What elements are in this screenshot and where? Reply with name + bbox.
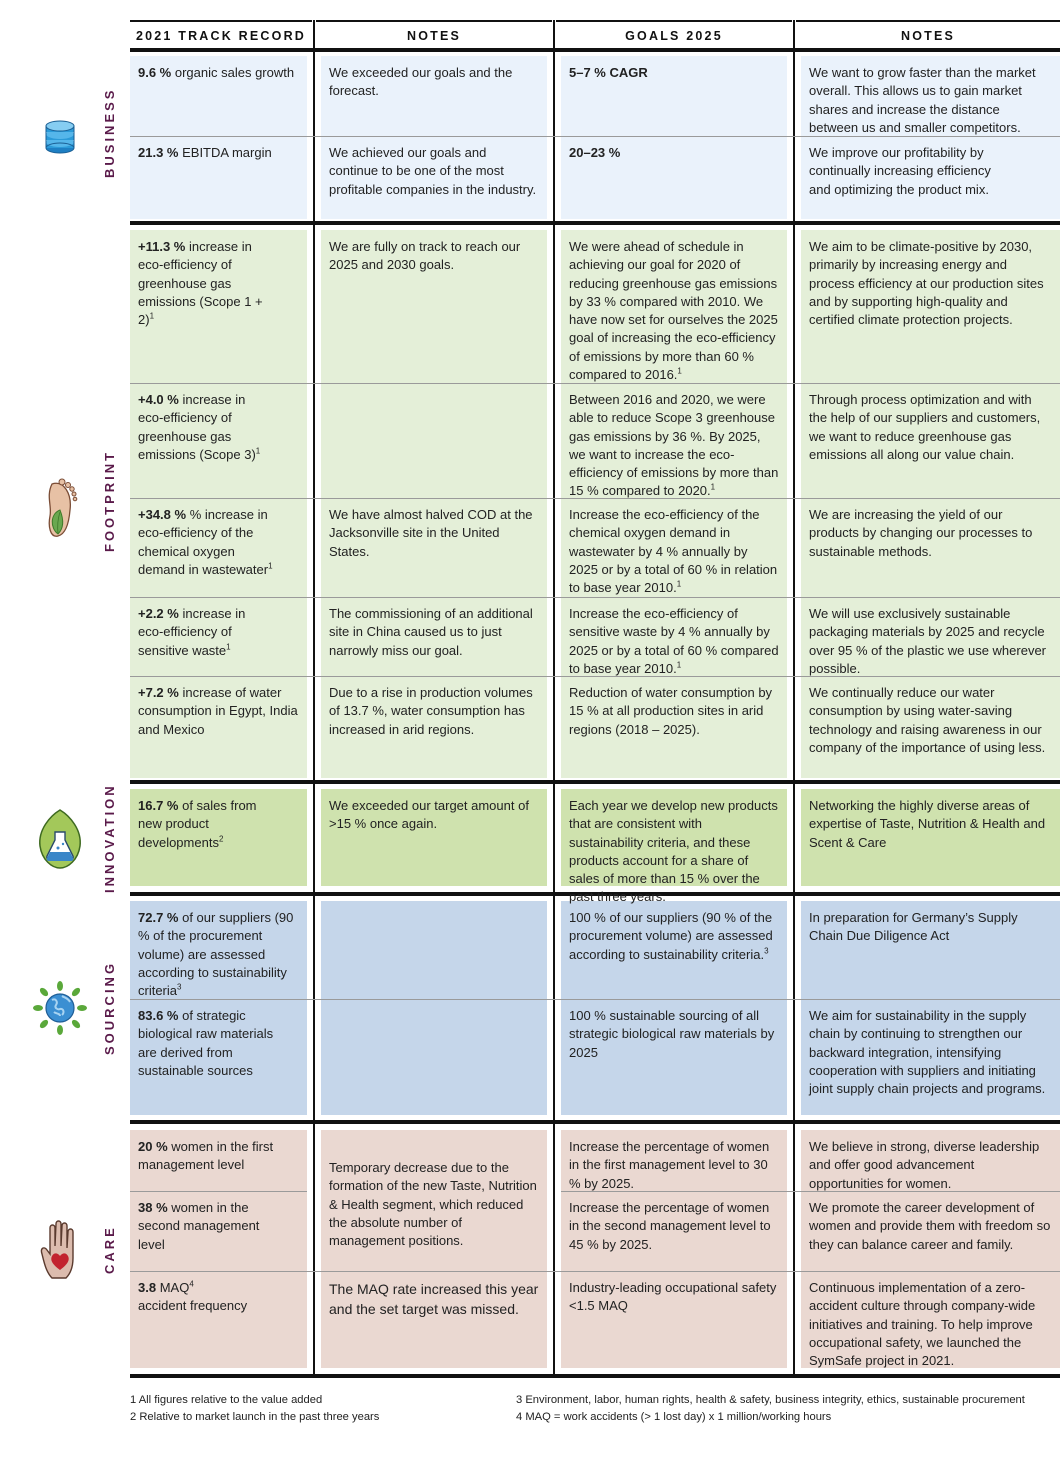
row-c3-goal: Industry-leading occupational safety <1.… (569, 1280, 777, 1314)
row-f5-notes2: We continually reduce our water consumpt… (809, 685, 1046, 755)
innovation-band-col2 (321, 789, 547, 886)
sourcing-band-col3 (561, 901, 787, 1115)
row-b2-notes1: We achieved our goals and continue to be… (329, 145, 537, 197)
row-f4-notes2: We will use exclusively sustainable pack… (809, 606, 1047, 676)
row-f3-track: +34.8 % % increase in eco-efficiency of … (138, 507, 273, 577)
row-f1-goal: We were ahead of schedule in achieving o… (569, 239, 778, 383)
b1-track-text: organic sales growth (171, 65, 295, 80)
innovation-band-col3 (561, 789, 787, 886)
row-f2-goal: Between 2016 and 2020, we were able to r… (569, 392, 779, 499)
footnote-2: 2 Relative to market launch in the past … (130, 1411, 380, 1423)
b1-goal-value: 5–7 % CAGR (569, 65, 648, 80)
innovation-band-col4 (801, 789, 1060, 886)
footprint-band-col1 (130, 230, 307, 778)
row-b2-track: 21.3 % EBITDA margin (130, 136, 307, 168)
row-b2-goal: 20–23 % (561, 136, 787, 168)
row-f2-notes2: Through process optimization and with th… (809, 392, 1041, 462)
row-f3-notes1: We have almost halved COD at the Jackson… (329, 507, 533, 559)
row-f4-notes1: The commissioning of an additional site … (329, 606, 533, 658)
database-coins-icon (45, 120, 75, 154)
footprint-band-col3 (561, 230, 787, 778)
section-label-innovation: INNOVATION (102, 783, 117, 893)
row-c2-goal: Increase the percentage of women in the … (569, 1200, 771, 1252)
row-b1-goal: 5–7 % CAGR (561, 56, 787, 88)
row-c1-track: 20 % women in the first management level (138, 1139, 274, 1173)
leaf-flask-icon (39, 809, 81, 869)
care-band-col1 (130, 1130, 307, 1368)
row-c3-notes1: The MAQ rate increased this year and the… (329, 1281, 539, 1317)
row-i1-track: 16.7 % of sales from new product develop… (138, 798, 257, 850)
globe-plants-icon (33, 981, 87, 1035)
row-s1-goal: 100 % of our suppliers (90 % of the proc… (569, 910, 773, 962)
row-f4-track: +2.2 % increase in eco-efficiency of sen… (138, 606, 246, 658)
row-c1-notes2: We believe in strong, diverse leadership… (809, 1139, 1040, 1191)
b2-track-value: 21.3 % (138, 145, 179, 160)
business-band-col3 (561, 56, 787, 219)
section-label-care: CARE (102, 1225, 117, 1274)
business-band-col4 (801, 56, 1060, 219)
footnote-4: 4 MAQ = work accidents (> 1 lost day) x … (516, 1411, 832, 1423)
header-notes-2: NOTES (796, 20, 1060, 48)
row-f5-goal: Reduction of water consumption by 15 % a… (569, 685, 773, 737)
row-f3-notes2: We are increasing the yield of our produ… (809, 507, 1033, 559)
row-s2-track: 83.6 % of strategic biological raw mater… (138, 1008, 274, 1078)
header-goals-2025: GOALS 2025 (556, 20, 792, 48)
row-c3-track: 3.8 MAQ4 accident frequency (138, 1279, 248, 1314)
row-f3-goal: Increase the eco-efficiency of the chemi… (569, 507, 778, 596)
row-s1-notes2: In preparation for Germany’s Supply Chai… (809, 910, 1018, 944)
section-label-footprint: FOOTPRINT (102, 449, 117, 552)
row-f1-notes1: We are fully on track to reach our 2025 … (329, 239, 521, 273)
row-f1-notes2: We aim to be climate-positive by 2030, p… (809, 239, 1044, 328)
b1-track-value: 9.6 % (138, 65, 172, 80)
sourcing-band-col2 (321, 901, 547, 1115)
row-f1-track: +11.3 % increase in eco-efficiency of gr… (138, 239, 263, 328)
row-i1-notes1: We exceeded our target amount of >15 % o… (329, 798, 529, 832)
row-s1-track: 72.7 % of our suppliers (90 % of the pro… (138, 910, 294, 999)
footprint-band-col4 (801, 230, 1060, 778)
footnote-1: 1 All figures relative to the value adde… (130, 1394, 323, 1406)
b2-goal-value: 20–23 % (569, 145, 621, 160)
sourcing-band-col1 (130, 901, 307, 1115)
row-f5-notes1: Due to a rise in production volumes of 1… (329, 685, 533, 737)
sourcing-band-col4 (801, 901, 1060, 1115)
footnote-3: 3 Environment, labor, human rights, heal… (516, 1394, 1025, 1406)
care-band-col2 (321, 1130, 547, 1368)
row-c2-notes2: We promote the career development of wom… (809, 1200, 1051, 1252)
row-i1-notes2: Networking the highly diverse areas of e… (809, 798, 1046, 850)
row-b2-notes2: We improve our profitability by continua… (809, 145, 991, 197)
header-notes-1: NOTES (316, 20, 552, 48)
row-b1-track: 9.6 % organic sales growth (130, 56, 307, 88)
footprint-leaf-icon (48, 478, 78, 537)
header-track-record: 2021 TRACK RECORD (130, 20, 312, 48)
row-c2-track: 38 % women in the second management leve… (138, 1200, 260, 1252)
row-c12-notes1: Temporary decrease due to the formation … (329, 1160, 537, 1249)
row-i1-goal: Each year we develop new products that a… (569, 798, 778, 905)
b2-track-text: EBITDA margin (178, 145, 272, 160)
business-band-col2 (321, 56, 547, 219)
row-b1-notes2: We want to grow faster than the market o… (809, 65, 1036, 135)
care-band-col4 (801, 1130, 1060, 1368)
row-s2-goal: 100 % sustainable sourcing of all strate… (569, 1008, 775, 1060)
row-c1-goal: Increase the percentage of women in the … (569, 1139, 770, 1191)
row-f5-track: +7.2 % increase of water consumption in … (138, 685, 298, 737)
business-band-col1 (130, 56, 307, 219)
row-s2-notes2: We aim for sustainability in the supply … (809, 1008, 1046, 1097)
section-label-business: BUSINESS (102, 87, 117, 178)
care-band-col3 (561, 1130, 787, 1368)
hand-heart-icon (40, 1220, 74, 1279)
footprint-band-col2 (321, 230, 547, 778)
row-c3-notes2: Continuous implementation of a zero-acci… (809, 1280, 1036, 1369)
row-f2-track: +4.0 % increase in eco-efficiency of gre… (138, 392, 261, 462)
innovation-band-col1 (130, 789, 307, 886)
row-b1-notes1: We exceeded our goals and the forecast. (329, 65, 513, 99)
section-label-sourcing: SOURCING (102, 960, 117, 1055)
row-f4-goal: Increase the eco-efficiency of sensitive… (569, 606, 779, 676)
